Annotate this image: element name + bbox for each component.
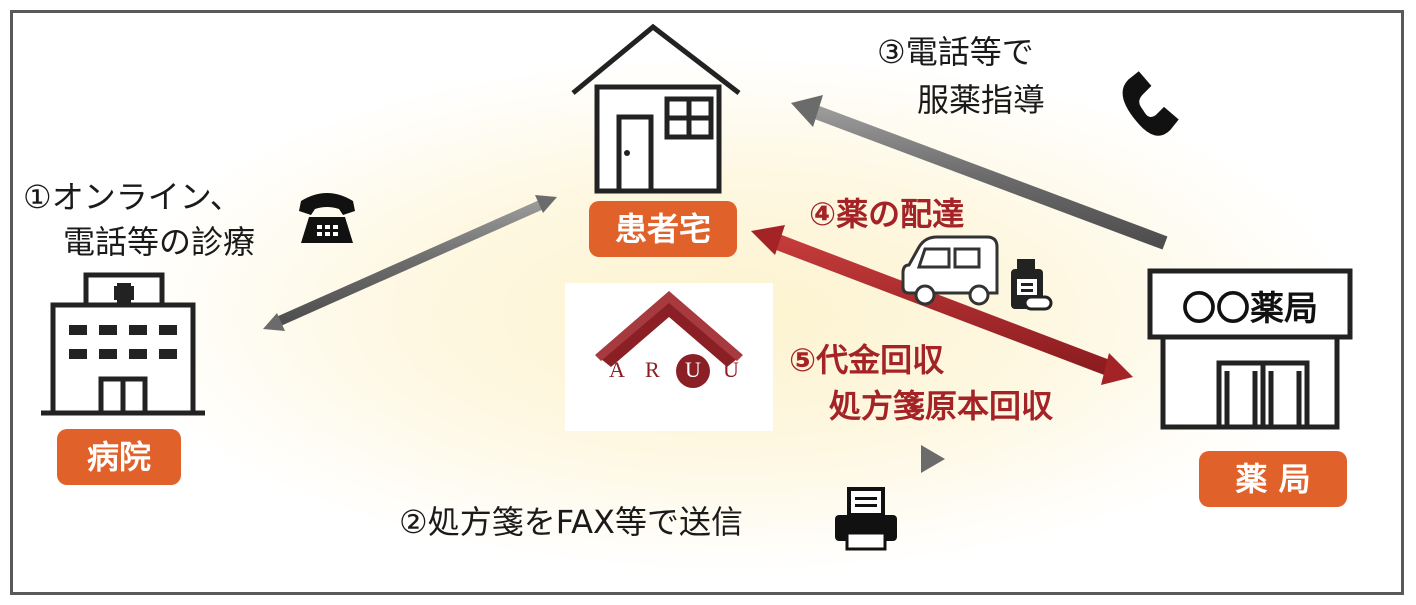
delivery-van-icon bbox=[901, 235, 999, 306]
logo-letter-u1: U bbox=[685, 357, 701, 382]
medicine-icon bbox=[1011, 259, 1053, 311]
pharmacy-icon bbox=[1147, 268, 1353, 430]
step3-line1: ③電話等で bbox=[877, 33, 1034, 71]
step4-text: ④薬の配達 bbox=[809, 195, 965, 233]
patient-home-label: 患者宅 bbox=[589, 201, 737, 257]
logo-letter-u2: U bbox=[723, 357, 739, 382]
step5-line2: 処方箋原本回収 bbox=[829, 387, 1054, 425]
aruu-logo-mark bbox=[595, 291, 743, 388]
handset-icon bbox=[1122, 71, 1179, 136]
diagram-canvas bbox=[41, 23, 1353, 551]
step1-line1: ①オンライン、 bbox=[23, 178, 242, 216]
house-icon bbox=[571, 23, 741, 194]
arrow-delivery bbox=[751, 225, 1133, 385]
logo-letter-r: R bbox=[645, 357, 660, 382]
hospital-label: 病院 bbox=[57, 429, 181, 485]
step5-line1: ⑤代金回収 bbox=[789, 341, 945, 379]
logo-letter-a: A bbox=[609, 357, 625, 382]
arrow-pharmacy-home bbox=[791, 95, 1168, 250]
aruu-logo: A R U U bbox=[565, 283, 773, 431]
arrow-hospital-home bbox=[263, 195, 557, 331]
telephone-icon bbox=[299, 193, 355, 243]
diagram-frame: 患者宅 病院 薬 局 〇〇薬局 ①オンライン、 電話等の診療 ②処方箋をFAX等… bbox=[10, 10, 1404, 595]
step2-text: ②処方箋をFAX等で送信 bbox=[399, 503, 743, 541]
pharmacy-sign: 〇〇薬局 bbox=[1182, 289, 1318, 329]
step1-line2: 電話等の診療 bbox=[63, 223, 256, 261]
fax-printer-icon bbox=[835, 487, 897, 551]
step3-line2: 服薬指導 bbox=[917, 81, 1046, 119]
hospital-icon bbox=[41, 272, 205, 416]
pharmacy-label: 薬 局 bbox=[1199, 451, 1347, 507]
arrow-fax bbox=[397, 445, 945, 473]
